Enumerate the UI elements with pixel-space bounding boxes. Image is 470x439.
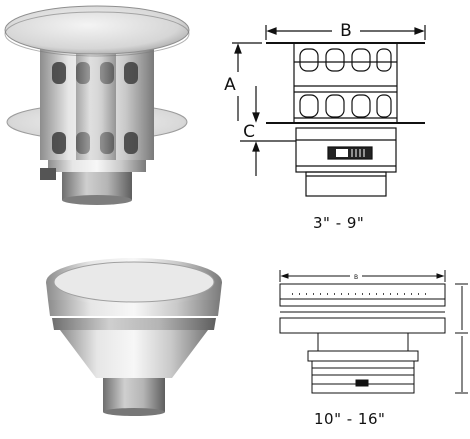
cap-photo-large [46,258,222,416]
size-range-large: 10" - 16" [314,410,386,428]
cap-photo-small [4,5,190,205]
dimension-label-b-large: B [354,274,358,281]
cap-drawing-small [232,25,426,197]
dimension-label-a: A [224,75,236,95]
dimension-label-b: B [340,21,352,41]
size-range-small: 3" - 9" [313,214,365,232]
cap-drawing-large [279,270,468,394]
dimension-label-c: C [243,122,255,142]
